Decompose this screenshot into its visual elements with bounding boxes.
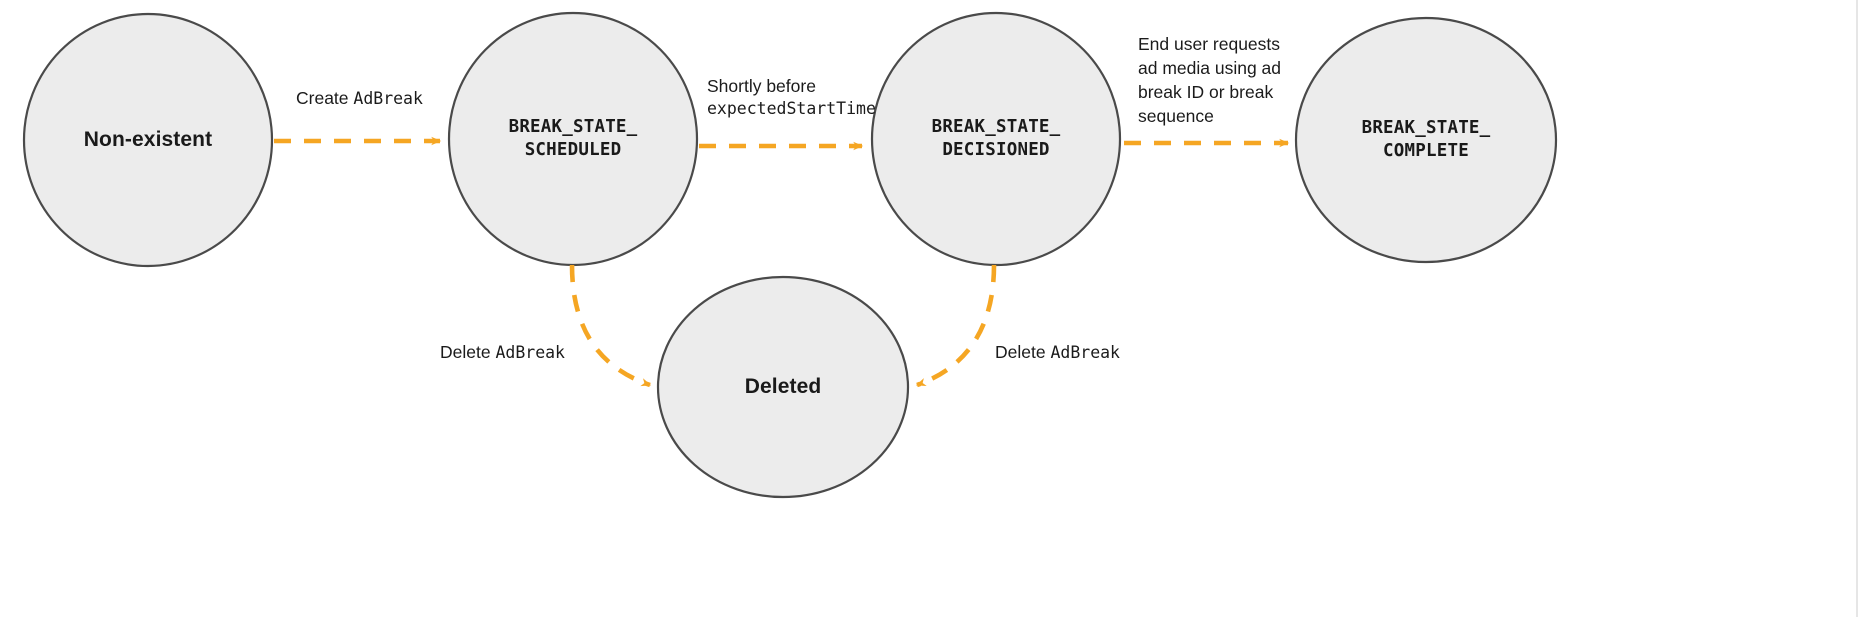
edge-delete-adbreak-from-scheduled	[569, 264, 652, 388]
edge-delete-adbreak-from-decisioned	[915, 264, 997, 388]
node-break-state-scheduled[interactable]	[447, 11, 699, 267]
node-break-state-decisioned[interactable]	[870, 11, 1122, 267]
node-non-existent[interactable]	[22, 12, 274, 268]
node-deleted[interactable]	[656, 275, 910, 499]
edges-group	[274, 136, 1290, 388]
right-border	[1856, 0, 1858, 617]
node-break-state-complete[interactable]	[1294, 16, 1558, 264]
nodes-group	[22, 11, 1558, 499]
